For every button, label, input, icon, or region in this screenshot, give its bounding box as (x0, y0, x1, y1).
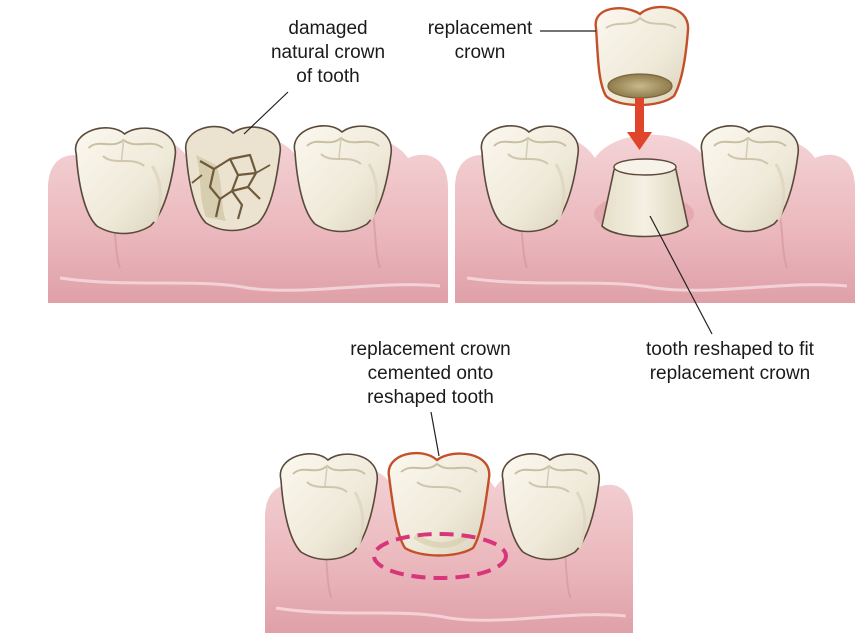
label-damaged-crown: damaged natural crown of tooth (270, 18, 386, 87)
label-tooth-reshaped: tooth reshaped to fit replacement crown (646, 339, 814, 384)
panel-damaged-tooth (46, 91, 450, 305)
leader-line-reshaped (649, 215, 713, 335)
leader-line-damaged (243, 91, 289, 135)
label-crown-cemented: replacement crown cemented onto reshaped… (350, 339, 511, 408)
panel-cemented-crown (263, 411, 635, 635)
cement-highlight-ring (372, 532, 508, 580)
damaged-tooth (185, 125, 281, 232)
cemented-crown (387, 451, 491, 557)
panel-reshaped-tooth (453, 5, 855, 335)
placement-arrow (627, 98, 652, 150)
label-replacement-crown: replacement crown (427, 18, 533, 63)
leader-line-cemented (430, 411, 440, 457)
reshaped-tooth-stump (601, 158, 689, 238)
replacement-crown (594, 5, 690, 107)
